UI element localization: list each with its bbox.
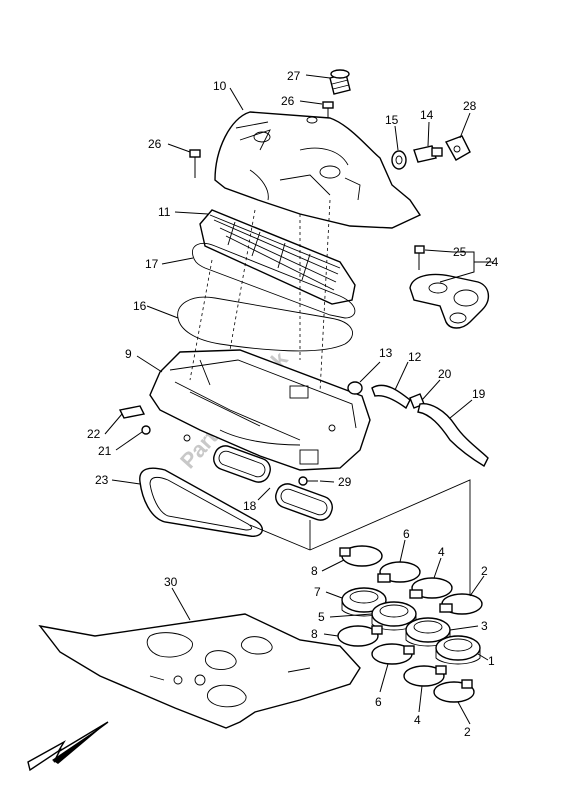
callout-23: 23 [95, 473, 109, 487]
part-19-breather-hose [417, 403, 489, 467]
part-10-airbox-cover [214, 111, 422, 229]
part-22-bracket [118, 405, 146, 419]
callout-4-top: 4 [438, 545, 445, 559]
callout-12: 12 [408, 350, 422, 364]
part-16-seal [177, 296, 353, 352]
callout-20: 20 [438, 367, 452, 381]
callout-6-top: 6 [403, 527, 410, 541]
callout-8-top: 8 [311, 564, 318, 578]
part-30-insulator-sheet [38, 613, 361, 729]
part-8-clamp-top [339, 545, 383, 567]
callout-6-bottom: 6 [375, 695, 382, 709]
part-2-clamp-bottom [433, 679, 475, 703]
part-6-clamp-bottom [371, 643, 415, 665]
part-9-airbox-case [149, 349, 371, 471]
part-12-hose [371, 384, 411, 410]
callout-16: 16 [133, 299, 147, 313]
callout-21: 21 [98, 444, 112, 458]
part-11-air-filter [199, 209, 356, 305]
callout-22: 22 [87, 427, 101, 441]
part-18-seals [213, 445, 333, 521]
callout-17: 17 [145, 257, 159, 271]
callout-9: 9 [125, 347, 132, 361]
callout-labels: 10 27 26 26 15 14 28 11 17 25 24 16 9 13… [87, 69, 499, 739]
callout-11: 11 [158, 205, 171, 219]
callout-26-left: 26 [148, 137, 162, 151]
callout-24: 24 [485, 255, 499, 269]
part-14-fitting [413, 145, 443, 163]
leader-lines [104, 74, 493, 725]
callout-5: 5 [318, 610, 325, 624]
callout-7: 7 [314, 585, 321, 599]
part-13-grommet [347, 381, 363, 395]
callout-13: 13 [379, 346, 393, 360]
part-4-clamp-top [409, 577, 453, 599]
part-28-clip [444, 135, 471, 161]
part-29-screw [298, 476, 318, 486]
callout-8-bottom: 8 [311, 627, 318, 641]
callout-3: 3 [481, 619, 488, 633]
callout-26-top: 26 [281, 94, 295, 108]
callout-10: 10 [213, 79, 227, 93]
part-24-intake-joint [409, 273, 489, 329]
callout-15: 15 [385, 113, 399, 127]
part-4-clamp-bottom [403, 665, 447, 687]
callout-4-bottom: 4 [414, 713, 421, 727]
part-17-gasket [192, 243, 356, 319]
part-15-grommet [391, 150, 407, 170]
part-2-clamp-top [439, 593, 483, 615]
assembly-guide-lines [189, 199, 331, 393]
callout-19: 19 [472, 387, 486, 401]
callout-18: 18 [243, 499, 257, 513]
front-direction-arrow-icon [27, 721, 109, 772]
part-23-gasket [139, 467, 263, 537]
part-27-cap [329, 69, 351, 95]
callout-28: 28 [463, 99, 477, 113]
callout-25: 25 [453, 245, 467, 259]
part-6-clamp-top [377, 561, 421, 583]
part-1-joint [435, 635, 481, 665]
part-25-bolt [414, 245, 425, 270]
part-21-screw [141, 425, 151, 435]
callout-2-top: 2 [481, 564, 488, 578]
callout-27: 27 [287, 69, 301, 83]
callout-14: 14 [420, 108, 434, 122]
part-8-clamp-bottom [337, 625, 383, 647]
callout-29: 29 [338, 475, 352, 489]
callout-1: 1 [488, 654, 495, 668]
callout-2-bottom: 2 [464, 725, 471, 739]
part-26-screw-left [189, 149, 201, 178]
callout-30: 30 [164, 575, 178, 589]
